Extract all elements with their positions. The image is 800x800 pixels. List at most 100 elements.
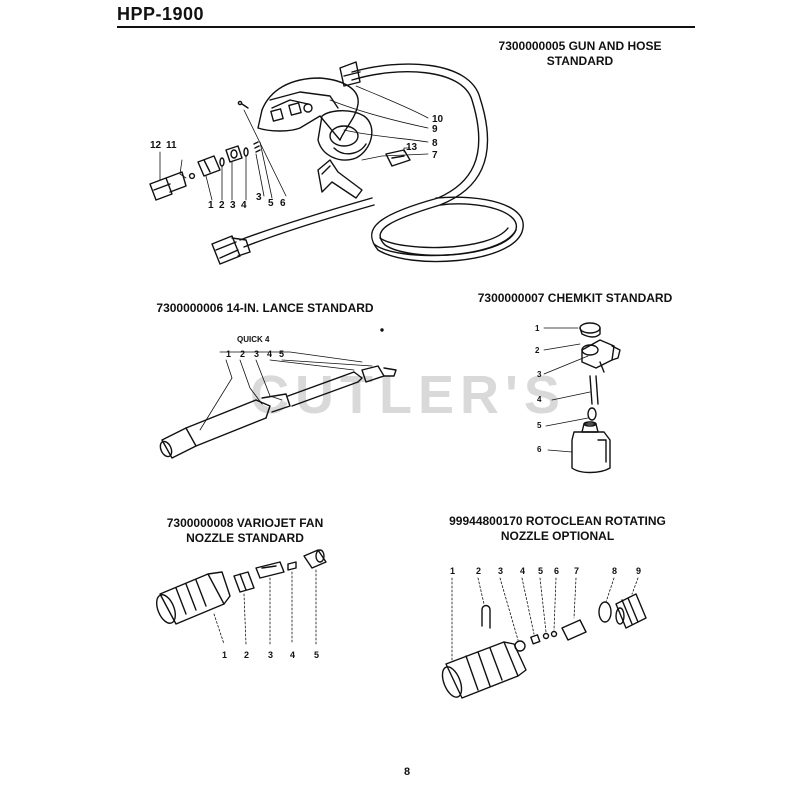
chemkit-filter	[587, 407, 597, 421]
lance-group-label: QUICK 4	[237, 335, 270, 344]
gun-hose-assembly: 1 2 3 4 3 5 6 7 8 9 10 11 12 13	[149, 61, 524, 265]
rotoclean-callout-2: 2	[476, 566, 481, 576]
clip-part-13	[385, 149, 411, 167]
lance-callout-2: 2	[240, 349, 245, 359]
rotoclean-ring-part-8	[598, 601, 612, 623]
chemkit-leader-lines	[543, 327, 591, 453]
chemkit-callout-3: 3	[537, 370, 542, 379]
rotoclean-callout-4: 4	[520, 566, 525, 576]
variojet-callout-4: 4	[290, 650, 295, 660]
gun-callout-1: 1	[208, 200, 214, 211]
variojet-callout-5: 5	[314, 650, 319, 660]
variojet-assembly: 1 2 3 4 5	[155, 549, 327, 660]
gun-callout-8: 8	[432, 138, 438, 149]
gun-screw	[237, 100, 249, 109]
gun-hose-title: 7300000005 GUN AND HOSE STANDARD	[498, 39, 662, 68]
chemkit-injector-body	[581, 339, 621, 373]
trigger-lock-part	[317, 159, 363, 199]
quick-coupler-part-12	[149, 171, 187, 201]
gun-callout-3: 3	[230, 200, 236, 211]
rotoclean-part-5-6	[542, 630, 558, 640]
chemkit-title: 7300000007 CHEMKIT STANDARD	[477, 291, 673, 305]
gun-callout-13: 13	[406, 142, 418, 153]
rotoclean-part-4	[530, 634, 541, 645]
variojet-part-5	[303, 549, 327, 569]
gun-callout-12: 12	[150, 140, 162, 151]
chemkit-bottle	[571, 421, 611, 474]
gun-callout-4: 4	[241, 200, 247, 211]
gun-callout-3b: 3	[256, 192, 262, 203]
lance-nozzle-tip	[159, 427, 197, 459]
lance-leader-lines	[199, 351, 373, 431]
rotoclean-callout-5: 5	[538, 566, 543, 576]
variojet-callout-1: 1	[222, 650, 227, 660]
rotoclean-leader-lines	[451, 577, 639, 661]
variojet-leader-lines	[213, 569, 317, 645]
fitting-part-3	[225, 145, 243, 163]
variojet-part-4	[287, 561, 297, 571]
gun-leader-lines	[159, 85, 429, 201]
gun-callout-11: 11	[166, 140, 177, 151]
o-ring-part-2	[219, 157, 225, 167]
rotoclean-callout-7: 7	[574, 566, 579, 576]
spring-part-5	[253, 141, 261, 153]
page-header: HPP-1900	[117, 4, 695, 28]
rotoclean-callout-3: 3	[498, 566, 503, 576]
lance-assembly: QUICK 4 1 2 3 4 5	[159, 335, 397, 459]
model-title: HPP-1900	[117, 4, 205, 24]
rotoclean-callout-9: 9	[636, 566, 641, 576]
rotoclean-callout-6: 6	[554, 566, 559, 576]
chemkit-tube	[589, 375, 599, 405]
nipple-part-1	[197, 155, 221, 177]
lance-callout-1: 1	[226, 349, 231, 359]
variojet-part-2	[233, 571, 255, 593]
chemkit-callout-2: 2	[535, 346, 540, 355]
scan-dot	[380, 328, 384, 332]
hose-lower-run	[239, 197, 375, 248]
variojet-title: 7300000008 VARIOJET FAN NOZZLE STANDARD	[166, 516, 324, 545]
chemkit-assembly: 1 2 3 4 5 6	[535, 322, 621, 474]
hose	[339, 61, 524, 263]
gun-callouts: 1 2 3 4 3 5 6 7 8 9 10 11 12 13	[150, 114, 444, 211]
lance-callouts: QUICK 4 1 2 3 4 5	[226, 335, 284, 359]
rotoclean-callout-8: 8	[612, 566, 617, 576]
variojet-callouts: 1 2 3 4 5	[222, 650, 319, 660]
rotoclean-part-7	[561, 619, 587, 641]
rotoclean-callout-1: 1	[450, 566, 455, 576]
lance-callout-3: 3	[254, 349, 259, 359]
gun-callout-7: 7	[432, 150, 438, 161]
chemkit-cap	[579, 322, 601, 338]
gun-callout-9: 9	[432, 124, 438, 135]
variojet-body-part-1	[155, 571, 231, 625]
hose-end-fitting	[211, 235, 251, 265]
o-ring-part-11	[188, 172, 196, 180]
gun-callout-10: 10	[432, 114, 444, 125]
gun-callout-5: 5	[268, 198, 274, 209]
rotoclean-assembly: 1 2 3 4 5 6 7 8 9	[441, 566, 647, 699]
variojet-callout-3: 3	[268, 650, 273, 660]
gun-callout-6: 6	[280, 198, 286, 209]
rotoclean-coupler-part-9	[615, 593, 647, 629]
variojet-part-3	[255, 561, 285, 579]
washer-part-4	[243, 147, 249, 157]
rotoclean-seal-part-3	[514, 640, 526, 652]
watermark-text: CUTLER'S	[250, 365, 566, 425]
chemkit-callouts: 1 2 3 4 5 6	[535, 324, 542, 454]
spray-gun-body	[257, 77, 373, 161]
chemkit-callout-5: 5	[537, 421, 542, 430]
gun-callout-2: 2	[219, 200, 225, 211]
rotoclean-title: 99944800170 ROTOCLEAN ROTATING NOZZLE OP…	[449, 514, 666, 543]
lance-callout-5: 5	[279, 349, 284, 359]
rotoclean-clip-part-2	[481, 604, 491, 629]
lance-title: 7300000006 14-IN. LANCE STANDARD	[156, 301, 374, 315]
chemkit-callout-4: 4	[537, 395, 542, 404]
variojet-callout-2: 2	[244, 650, 249, 660]
chemkit-callout-6: 6	[537, 445, 542, 454]
lance-callout-4: 4	[267, 349, 272, 359]
rotoclean-body-part-1	[441, 641, 527, 699]
chemkit-callout-1: 1	[535, 324, 540, 333]
rotoclean-callouts: 1 2 3 4 5 6 7 8 9	[450, 566, 641, 576]
page-number: 8	[404, 766, 411, 778]
lance-tube	[185, 365, 397, 447]
